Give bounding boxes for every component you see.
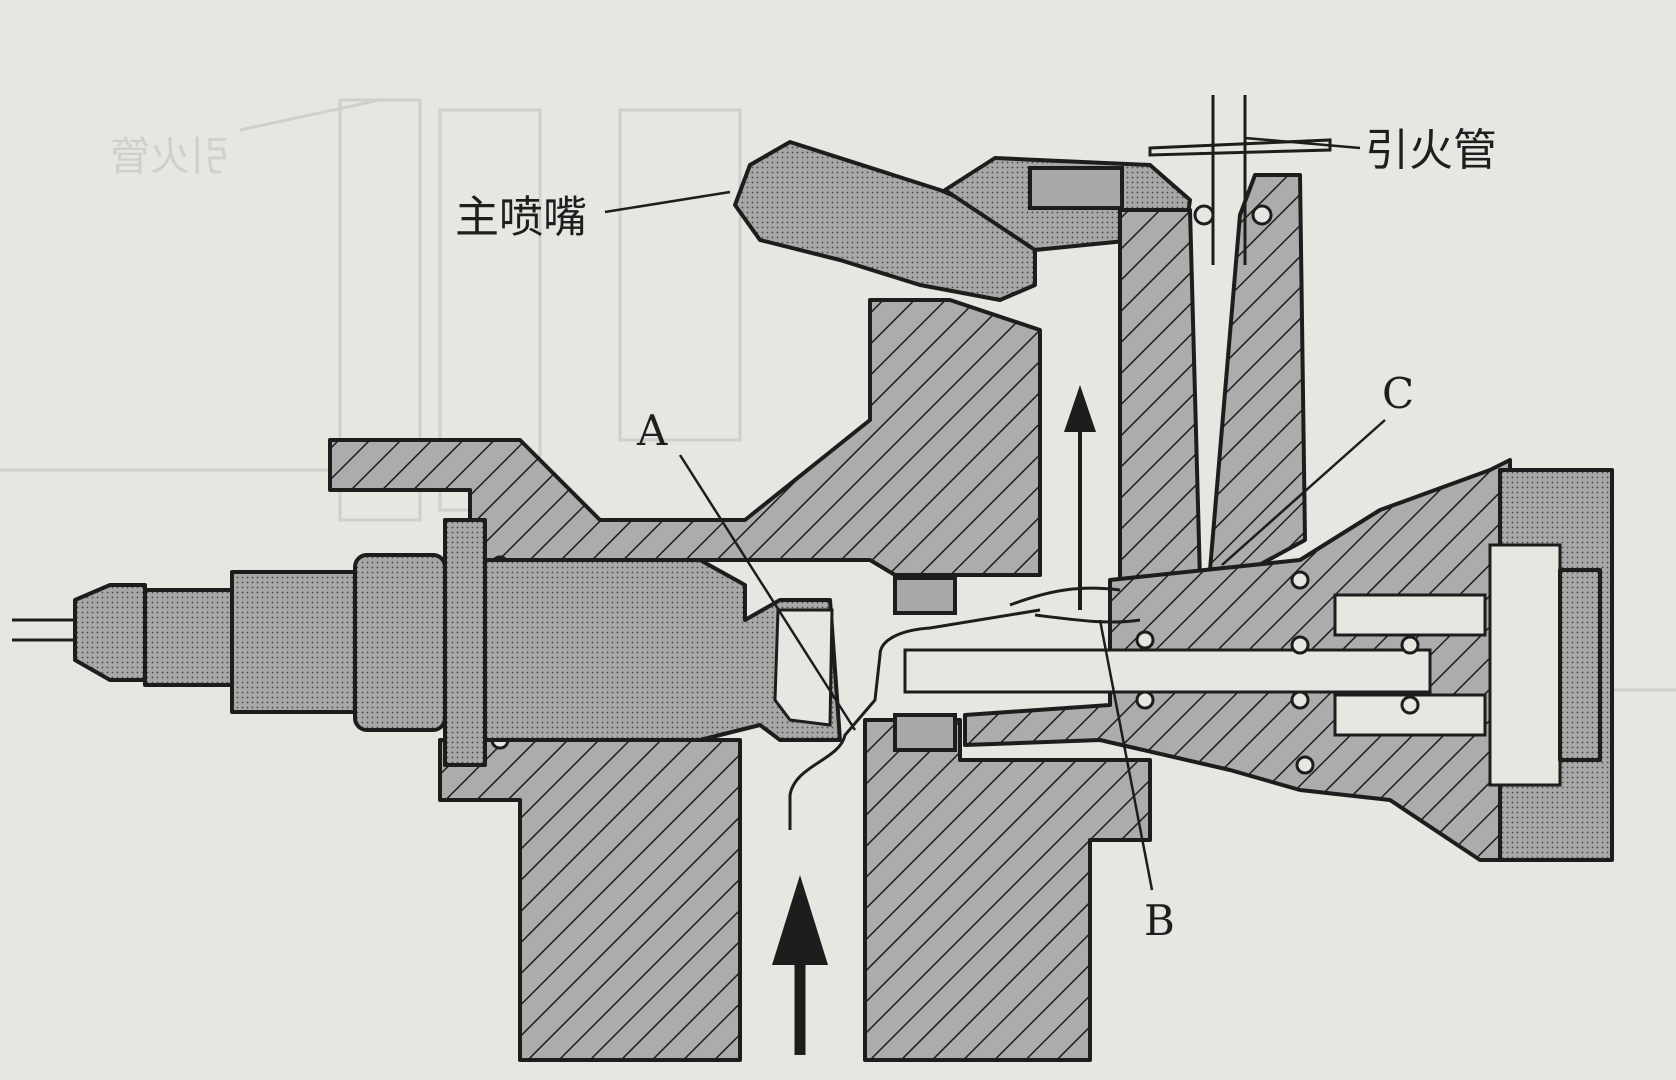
connector-inner-parts <box>1333 460 1602 787</box>
upward-flow-arrow <box>1064 385 1096 610</box>
throat-block-lower <box>893 713 957 752</box>
chimney-wall-right <box>1208 173 1307 572</box>
inlet-flow-arrow <box>772 875 828 1055</box>
leader-b <box>1098 619 1154 891</box>
label-pilot-tube: 引火管 <box>1365 125 1497 176</box>
label-main-nozzle: 主喷嘴 <box>455 192 587 243</box>
bleed-through-background: 引火管 <box>0 98 1676 692</box>
leader-c <box>1221 419 1386 566</box>
chimney-wall-left <box>1118 208 1202 582</box>
label-a: A <box>636 406 668 455</box>
gas-flow-lines <box>788 586 1141 830</box>
label-c: C <box>1382 369 1414 418</box>
lower-housing-left <box>438 738 742 1062</box>
upper-left-flange <box>328 298 1042 577</box>
ghost-label: 引火管 <box>110 134 230 180</box>
label-b: B <box>1144 896 1175 945</box>
pilot-tube <box>1148 95 1332 265</box>
leader-pilot-tube <box>1244 136 1361 150</box>
central-gas-tube <box>903 648 1432 694</box>
leader-a <box>678 454 857 731</box>
leader-main-nozzle <box>604 190 731 214</box>
left-valve-assembly <box>12 518 842 767</box>
lower-housing-right <box>863 718 1152 1062</box>
throat-block-upper <box>893 576 957 615</box>
